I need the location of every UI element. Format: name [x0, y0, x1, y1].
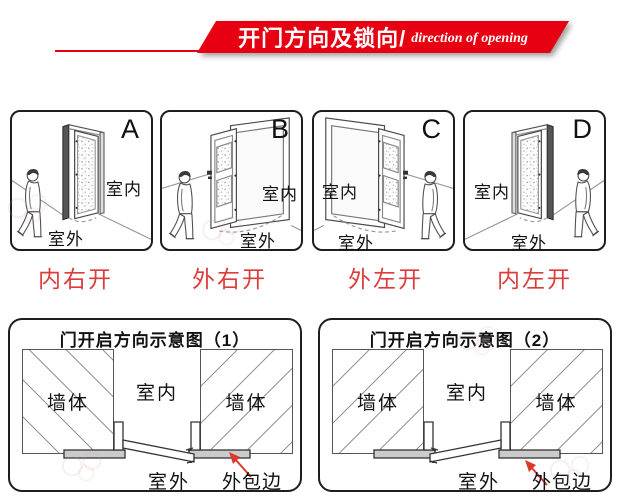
wall-left: 墙体	[22, 349, 114, 454]
caption-inward-left: 内左开	[497, 266, 572, 292]
outdoor-label: 室外	[511, 234, 547, 253]
indoor-label: 室内	[135, 383, 178, 404]
page-subtitle: direction of opening	[411, 31, 528, 46]
diagram-title: 门开启方向示意图（1）	[59, 331, 251, 350]
outdoor-label: 室外	[457, 472, 500, 493]
panel-outward-right: B 室内 室外	[160, 110, 303, 251]
outdoor-label: 室外	[147, 472, 190, 493]
panel-letter: D	[572, 114, 593, 144]
wall-label: 墙体	[535, 393, 578, 414]
page-title: 开门方向及锁向/	[238, 26, 407, 51]
panel-letter: A	[120, 114, 139, 144]
panel-outward-left: C 室内 室外	[312, 110, 455, 253]
outdoor-label: 室外	[48, 230, 84, 249]
wall-left: 墙体	[332, 349, 424, 454]
panel-inward-left: D 室内 室外	[463, 110, 606, 253]
header-underline	[55, 50, 203, 52]
diagram-title: 门开启方向示意图（2）	[369, 331, 561, 350]
diagram-opening-direction-1: 门开启方向示意图（1） 墙体 墙体 室内 室外 外包边	[8, 318, 302, 493]
caption-outward-left: 外左开	[348, 266, 423, 292]
indoor-label: 室内	[322, 183, 358, 202]
diagram-opening-direction-2: 门开启方向示意图（2） 墙体 墙体 室内 室外 外包边	[318, 318, 612, 493]
wall-right: 墙体	[200, 349, 293, 454]
header-banner-shape: 开门方向及锁向/ direction of opening	[197, 21, 569, 53]
panel-inward-right: A 室内 室外	[10, 110, 153, 251]
caption-inward-right: 内右开	[38, 266, 113, 292]
wall-label: 墙体	[356, 393, 399, 414]
indoor-label: 室内	[262, 185, 298, 204]
panel-letter: B	[270, 114, 289, 144]
indoor-label: 室内	[474, 183, 510, 202]
caption-outward-right: 外右开	[192, 266, 267, 292]
outer-edge-label: 外包边	[531, 472, 592, 493]
wall-label: 墙体	[225, 393, 268, 414]
panel-letter: C	[421, 114, 442, 144]
outdoor-label: 室外	[338, 234, 374, 253]
wall-label: 墙体	[46, 393, 89, 414]
header-banner: 开门方向及锁向/ direction of opening	[197, 21, 569, 53]
outer-edge-label: 外包边	[221, 472, 282, 493]
outdoor-label: 室外	[240, 232, 276, 251]
indoor-label: 室内	[445, 383, 488, 404]
indoor-label: 室内	[106, 180, 142, 199]
